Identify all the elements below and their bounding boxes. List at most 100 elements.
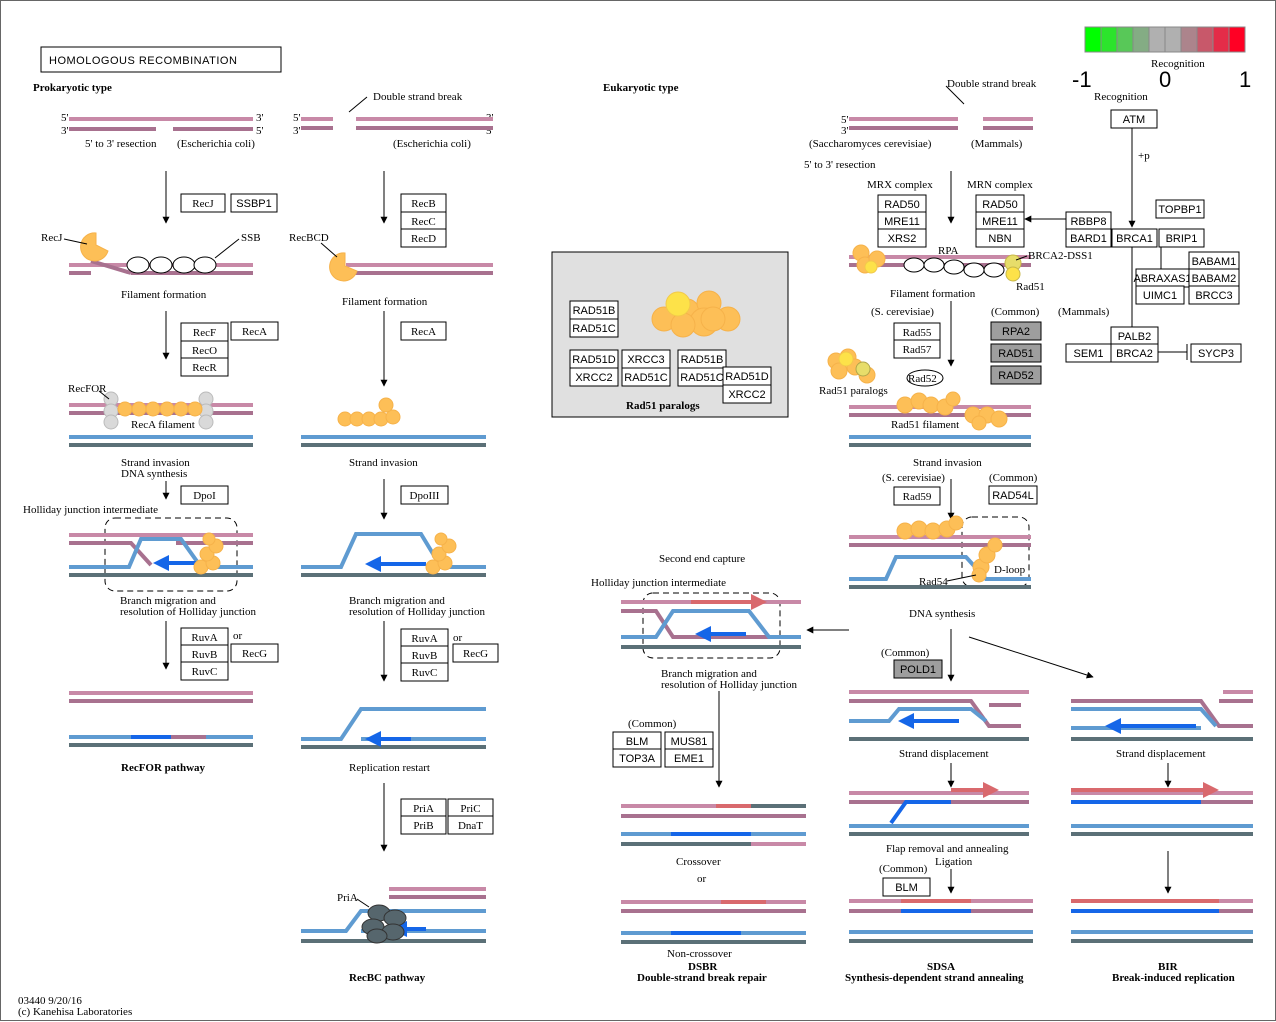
gene-uimc1[interactable]: UIMC1 <box>1135 285 1185 305</box>
svg-text:resolution of Holliday junctio: resolution of Holliday junction <box>661 679 797 691</box>
gene-brcc3[interactable]: BRCC3 <box>1188 285 1240 305</box>
gene-p_xrcc2a[interactable]: XRCC2 <box>569 367 619 387</box>
gene-ruva2[interactable]: RuvA <box>400 628 449 648</box>
gene-sycp3[interactable]: SYCP3 <box>1190 343 1242 363</box>
gene-rbbp8[interactable]: RBBP8 <box>1065 211 1112 231</box>
svg-text:Double-strand break repair: Double-strand break repair <box>637 972 767 984</box>
gene-pric[interactable]: PriC <box>447 798 494 818</box>
gene-recf[interactable]: RecF <box>180 322 229 342</box>
gene-label-pric: PriC <box>460 803 480 815</box>
gene-rpa2[interactable]: RPA2 <box>990 321 1042 341</box>
svg-text:3': 3' <box>293 125 301 137</box>
gene-p_rad51b1[interactable]: RAD51B <box>569 300 619 320</box>
svg-text:3': 3' <box>256 112 264 124</box>
gene-label-p_rad51d2: RAD51D <box>725 371 768 383</box>
gene-reco[interactable]: RecO <box>180 340 229 360</box>
gene-recc[interactable]: RecC <box>400 211 447 231</box>
svg-text:Ligation: Ligation <box>935 856 973 868</box>
gene-babam2[interactable]: BABAM2 <box>1188 268 1240 288</box>
gene-label-p_xrcc2b: XRCC2 <box>728 389 765 401</box>
gene-rad54l[interactable]: RAD54L <box>988 485 1038 505</box>
gene-label-rad59: Rad59 <box>903 491 932 503</box>
gene-p_rad51c1[interactable]: RAD51C <box>569 318 619 338</box>
gene-ruvb2[interactable]: RuvB <box>400 645 449 665</box>
gene-label-brcc3: BRCC3 <box>1195 290 1232 302</box>
gene-recd[interactable]: RecD <box>400 228 447 248</box>
gene-label-blm2: BLM <box>895 882 918 894</box>
gene-mus81[interactable]: MUS81 <box>664 731 714 751</box>
bir-column: Strand displacement BIR Break-induced re… <box>1071 690 1253 984</box>
gene-pria[interactable]: PriA <box>400 798 447 818</box>
gene-brca2[interactable]: BRCA2 <box>1110 343 1159 363</box>
gene-brip1[interactable]: BRIP1 <box>1158 228 1205 248</box>
svg-text:Holliday junction intermediate: Holliday junction intermediate <box>23 504 158 516</box>
gene-bard1[interactable]: BARD1 <box>1065 228 1112 248</box>
gene-rad59[interactable]: Rad59 <box>893 486 941 506</box>
gene-p_rad51b2[interactable]: RAD51B <box>677 349 727 369</box>
gene-topbp1[interactable]: TOPBP1 <box>1155 199 1205 219</box>
gene-reca1[interactable]: RecA <box>230 321 279 341</box>
gene-palb2[interactable]: PALB2 <box>1110 326 1159 346</box>
gene-dpoi[interactable]: DpoI <box>180 485 229 505</box>
gene-rad55[interactable]: Rad55 <box>893 322 941 342</box>
svg-text:DSBR: DSBR <box>688 961 718 973</box>
gene-p_rad51d1[interactable]: RAD51D <box>569 349 619 369</box>
gene-rad50a[interactable]: RAD50 <box>877 194 927 214</box>
gene-nbn[interactable]: NBN <box>975 228 1025 248</box>
gene-babam1[interactable]: BABAM1 <box>1188 251 1240 271</box>
gene-recb[interactable]: RecB <box>400 193 447 213</box>
gene-label-rad57: Rad57 <box>903 344 932 356</box>
gene-p_rad51c2[interactable]: RAD51C <box>621 367 671 387</box>
gene-ruva1[interactable]: RuvA <box>180 627 229 647</box>
svg-text:Flap removal and annealing: Flap removal and annealing <box>886 843 1009 855</box>
gene-p_xrcc2b[interactable]: XRCC2 <box>722 384 772 404</box>
gene-p_rad51c3[interactable]: RAD51C <box>677 367 727 387</box>
gene-xrs2[interactable]: XRS2 <box>877 228 927 248</box>
gene-label-pria: PriA <box>413 803 434 815</box>
gene-rad51[interactable]: RAD51 <box>990 343 1042 363</box>
gene-dpoiii[interactable]: DpoIII <box>400 485 449 505</box>
gene-ruvb1[interactable]: RuvB <box>180 644 229 664</box>
gene-prib[interactable]: PriB <box>400 815 447 835</box>
eukaryotic-header: Eukaryotic type <box>603 82 679 94</box>
gene-ssbp1[interactable]: SSBP1 <box>230 193 278 213</box>
svg-text:Strand displacement: Strand displacement <box>899 748 989 760</box>
legend-mid: 0 <box>1159 67 1171 92</box>
gene-recg2[interactable]: RecG <box>452 643 499 663</box>
gene-p_xrcc3[interactable]: XRCC3 <box>621 349 671 369</box>
svg-text:RecFOR pathway: RecFOR pathway <box>121 762 206 774</box>
gene-ruvc1[interactable]: RuvC <box>180 661 229 681</box>
gene-top3a[interactable]: TOP3A <box>612 748 662 768</box>
gene-pold1[interactable]: POLD1 <box>893 659 943 679</box>
gene-mre11a[interactable]: MRE11 <box>877 211 927 231</box>
gene-label-rpa2: RPA2 <box>1002 326 1030 338</box>
gene-blm1[interactable]: BLM <box>612 731 662 751</box>
gene-mre11b[interactable]: MRE11 <box>975 211 1025 231</box>
gene-sem1[interactable]: SEM1 <box>1065 343 1112 363</box>
gene-abraxas1[interactable]: ABRAXAS1 <box>1133 268 1192 288</box>
legend-swatch <box>1180 26 1198 53</box>
gene-label-ruva1: RuvA <box>191 632 217 644</box>
gene-eme1[interactable]: EME1 <box>664 748 714 768</box>
legend-swatch <box>1164 26 1182 53</box>
gene-recr[interactable]: RecR <box>180 357 229 377</box>
color-legend <box>1084 26 1246 53</box>
svg-text:(Common): (Common) <box>881 647 930 659</box>
gene-blm2[interactable]: BLM <box>882 877 931 897</box>
gene-rad57[interactable]: Rad57 <box>893 339 941 359</box>
svg-text:(Common): (Common) <box>628 718 677 730</box>
gene-rad52[interactable]: RAD52 <box>990 365 1042 385</box>
gene-recj[interactable]: RecJ <box>180 193 226 213</box>
gene-dnat[interactable]: DnaT <box>447 815 494 835</box>
gene-reca2[interactable]: RecA <box>400 321 447 341</box>
gene-rad50b[interactable]: RAD50 <box>975 194 1025 214</box>
svg-text:Non-crossover: Non-crossover <box>667 948 732 960</box>
gene-p_rad51d2[interactable]: RAD51D <box>722 366 772 386</box>
gene-atm[interactable]: ATM <box>1110 109 1158 129</box>
gene-label-ruvb2: RuvB <box>412 650 438 662</box>
gene-recg1[interactable]: RecG <box>230 643 279 663</box>
svg-text:Crossover: Crossover <box>676 856 721 868</box>
gene-brca1[interactable]: BRCA1 <box>1111 228 1158 248</box>
gene-ruvc2[interactable]: RuvC <box>400 662 449 682</box>
gene-label-recd: RecD <box>411 233 436 245</box>
